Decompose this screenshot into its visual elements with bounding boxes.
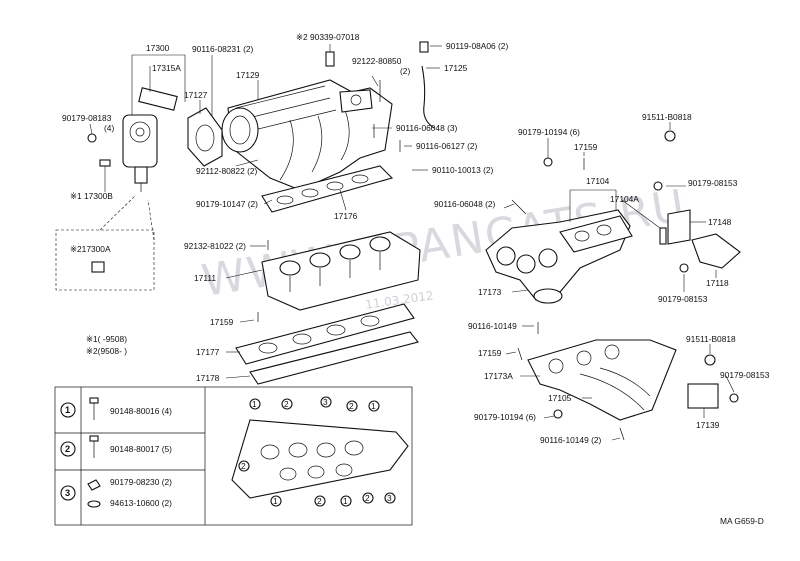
label-90179-08183: 90179-08183 [62,113,112,123]
label-92122-80850: 92122-80850 [352,56,402,66]
label-17129: 17129 [236,70,260,80]
fastener-legend-table: 1 2 3 90148-80016 (4) 90148-80017 (5) 90… [54,386,413,526]
intake-air-chamber [221,79,393,191]
exhaust-manifold-17104 [485,130,741,304]
legend-part-90179-08230: 90179-08230 (2) [110,477,172,487]
label-92132-81022: 92132-81022 (2) [184,241,246,251]
intake-manifold-17111 [257,231,421,322]
label-90110-10013: 90110-10013 (2) [432,165,494,175]
label-90179-10194-6b: 90179-10194 (6) [474,412,536,422]
figure-code: MA G659-D [720,516,764,526]
label-17178: 17178 [196,373,220,383]
label-note-1: ※1( -9508) [86,334,127,344]
label-90116-06127: 90116-06127 (2) [416,141,478,151]
leader-lines [89,44,735,441]
label-90116-10149-a: 90116-10149 [468,321,517,331]
label-17159-b: 17159 [574,142,598,152]
callout-bottom-2: 1 [273,496,278,506]
label-90116-06048-2: 90116-06048 (2) [434,199,496,209]
label-17125: 17125 [444,63,468,73]
label-17300A: ※217300A [70,244,111,254]
bolt-callouts-bottom: 2 1 2 1 2 3 [238,460,396,507]
legend-part-90148-80017: 90148-80017 (5) [110,444,172,454]
label-91511-B0818-a: 91511-B0818 [642,112,692,122]
label-note-2: ※2(9508- ) [86,346,127,356]
bolt-callouts-top: 1 2 3 2 1 [249,396,380,412]
label-17173: 17173 [478,287,502,297]
label-91511-B0818-b: 91511-B0818 [686,334,736,344]
label-17111: 17111 [194,273,216,283]
label-17104: 17104 [586,176,610,186]
exhaust-manifold-17105 [517,322,739,441]
throttle-gasket-17127 [187,107,223,167]
label-92122-80850-qty: (2) [400,66,410,76]
callout-top-5: 1 [371,401,376,411]
label-90339-07018: ※2 90339-07018 [296,32,360,42]
intake-manifold-gasket-17178 [249,331,419,385]
label-90179-10194-6a: 90179-10194 (6) [518,127,580,137]
label-17173A: 17173A [484,371,513,381]
label-90119-08A06: 90119-08A06 (2) [446,41,508,51]
callout-bottom-4: 1 [343,496,348,506]
callout-top-2: 2 [284,399,289,409]
label-17177: 17177 [196,347,220,357]
label-90179-08183-qty: (4) [104,123,114,133]
label-17105: 17105 [548,393,572,403]
callout-top-4: 2 [349,401,354,411]
intake-chamber-gasket-17176 [261,165,394,213]
legend-part-94613-10600: 94613-10600 (2) [110,498,172,508]
label-90179-08153-b: 90179-08153 [658,294,708,304]
part-labels: 17300 17315A 90179-08183 (4) ※1 17300B 9… [62,32,770,526]
label-90116-08231: 90116-08231 (2) [192,44,254,54]
callout-top-1: 1 [252,399,257,409]
label-90179-08153-a: 90179-08153 [688,178,738,188]
label-17300: 17300 [146,43,170,53]
legend-mark-1: 1 [65,405,70,415]
label-17127: 17127 [184,90,208,100]
label-17118: 17118 [706,278,729,288]
callout-bottom-5: 2 [365,493,370,503]
intake-manifold-gasket-17177 [235,303,415,365]
label-17315A: 17315A [152,63,181,73]
callout-bottom-3: 2 [317,496,322,506]
label-90116-06048-3: 90116-06048 (3) [396,123,458,133]
label-90179-08153-c: 90179-08153 [720,370,770,380]
label-17300B: ※1 17300B [70,191,113,201]
label-92112-80822: 92112-80822 (2) [196,166,258,176]
legend-mark-3: 3 [65,488,70,498]
vsv-detail-box [55,194,155,291]
label-17148: 17148 [708,217,732,227]
callout-bottom-1: 2 [241,461,246,471]
callout-bottom-6: 3 [387,493,392,503]
throttle-body-assembly [87,54,186,192]
callout-top-3: 3 [323,397,328,407]
legend-mark-2: 2 [65,444,70,454]
label-17139: 17139 [696,420,720,430]
label-17159-a: 17159 [210,317,234,327]
legend-part-90148-80016: 90148-80016 (4) [110,406,172,416]
label-17104A: 17104A [610,194,639,204]
label-17159-c: 17159 [478,348,502,358]
label-90116-10149-2: 90116-10149 (2) [540,435,602,445]
label-17176: 17176 [334,211,358,221]
label-90179-10147: 90179-10147 (2) [196,199,258,209]
